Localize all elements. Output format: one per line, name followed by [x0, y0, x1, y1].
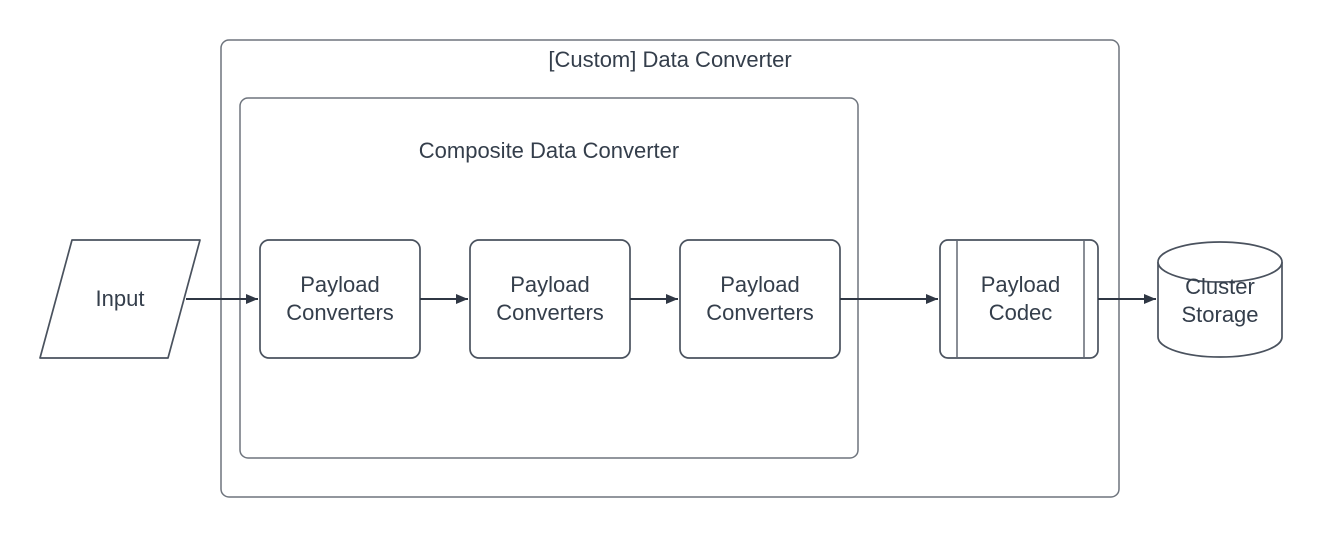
input-label: Input — [95, 286, 145, 311]
input-parallelogram — [39, 239, 201, 359]
payload-codec-label: Payload Codec — [980, 272, 1061, 325]
cluster-storage-label: Cluster Storage — [1181, 273, 1259, 327]
cluster-storage-cylinder — [1157, 241, 1283, 358]
composite-data-converter-title: Composite Data Converter — [418, 138, 680, 163]
cylinder-body — [1157, 262, 1283, 358]
custom-data-converter-title: [Custom] Data Converter — [548, 47, 792, 72]
cylinder-top — [1157, 241, 1283, 283]
payload-codec-box — [939, 239, 1099, 359]
payload-converters-label-2: Payload Converters — [496, 272, 604, 325]
payload-converters-label-1: Payload Converters — [286, 272, 394, 325]
payload-converters-label-3: Payload Converters — [706, 272, 814, 325]
